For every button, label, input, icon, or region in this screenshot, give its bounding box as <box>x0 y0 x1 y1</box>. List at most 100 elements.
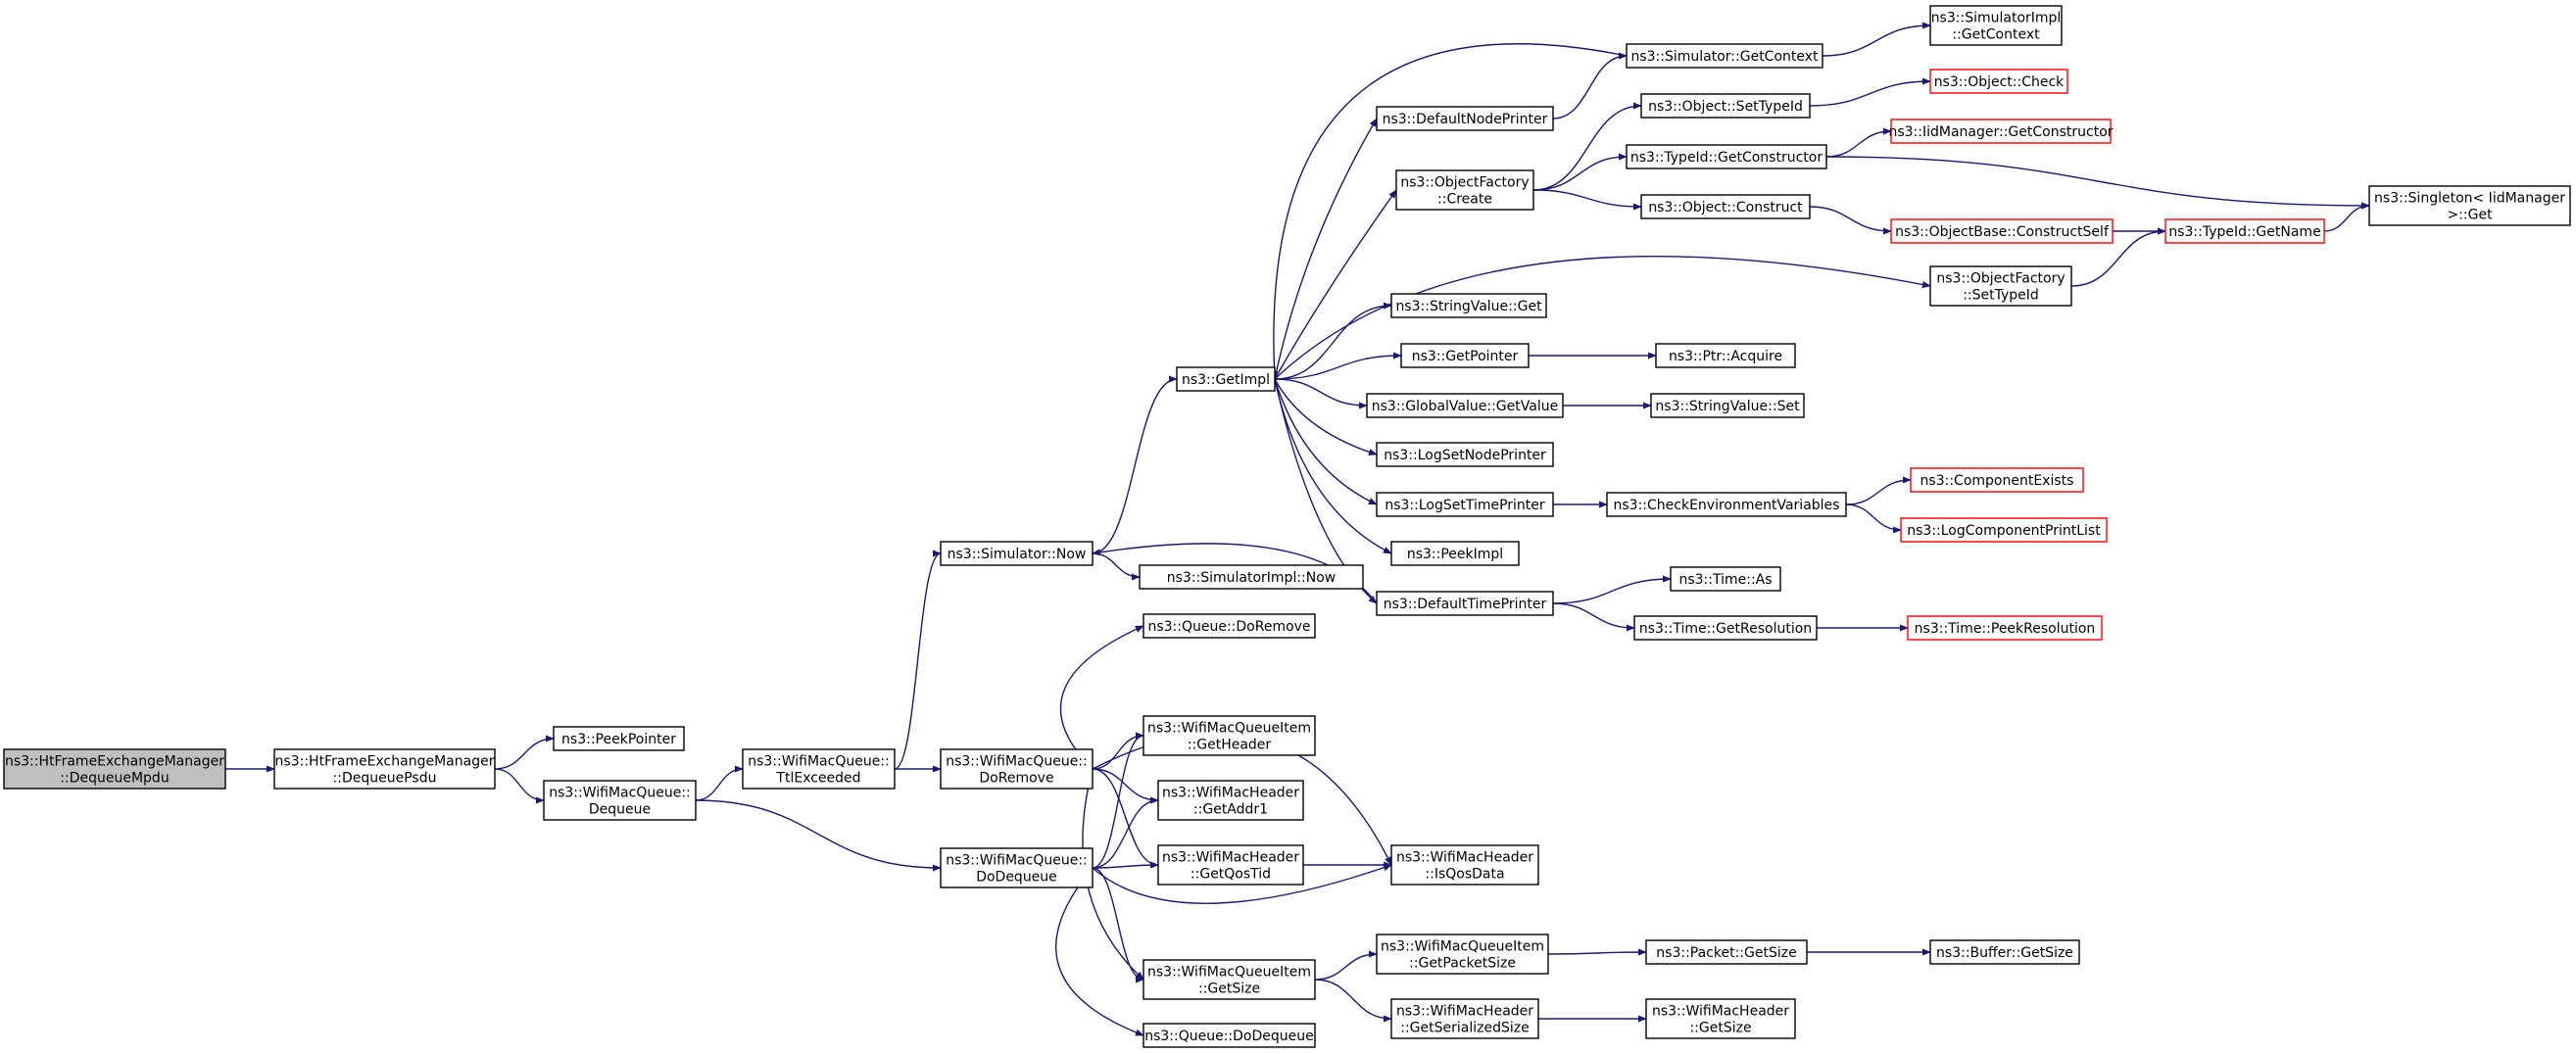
node-box <box>2164 218 2325 244</box>
edge-n3-n5 <box>695 799 942 872</box>
node-n2[interactable]: ns3::PeekPointer <box>553 726 685 751</box>
node-n30[interactable]: ns3::Singleton< IidManager >::Get <box>2368 185 2571 226</box>
node-n9[interactable]: ns3::SimulatorImpl::Now <box>1139 564 1364 590</box>
node-label: ::GetQosTid <box>1191 867 1271 883</box>
node-n32[interactable]: ns3::ObjectBase::ConstructSelf <box>1890 218 2114 244</box>
node-n26[interactable]: ns3::Object::SetTypeId <box>1640 93 1811 119</box>
node-n20[interactable]: ns3::WifiMacHeader::GetSize <box>1645 998 1796 1039</box>
node-n37[interactable]: ns3::Ptr::Acquire <box>1655 343 1796 368</box>
node-n14[interactable]: ns3::WifiMacQueueItem::GetSize <box>1142 959 1316 1000</box>
node-n25[interactable]: ns3::ObjectFactory::Create <box>1395 169 1534 211</box>
node-label: ns3::ObjectBase::ConstructSelf <box>1895 224 2110 240</box>
node-n33[interactable]: ns3::TypeId::GetName <box>2164 218 2325 244</box>
edge-n22-n23 <box>1552 52 1628 120</box>
node-box <box>1139 564 1364 590</box>
node-box <box>1366 393 1564 418</box>
node-label: ::DequeuePsdu <box>333 771 437 787</box>
node-box <box>1640 194 1811 219</box>
node-label: ns3::Buffer::GetSize <box>1936 945 2073 961</box>
node-n40[interactable]: ns3::LogSetNodePrinter <box>1376 442 1554 467</box>
node-n45[interactable]: ns3::PeekImpl <box>1390 541 1520 566</box>
node-n12[interactable]: ns3::WifiMacHeader::GetAddr1 <box>1157 780 1304 821</box>
node-n42[interactable]: ns3::CheckEnvironmentVariables <box>1606 492 1847 517</box>
node-label: ns3::WifiMacHeader <box>1652 1004 1789 1020</box>
node-label: ns3::IidManager::GetConstructor <box>1888 124 2113 140</box>
node-label: ns3::HtFrameExchangeManager <box>5 754 224 770</box>
node-n1[interactable]: ns3::HtFrameExchangeManager::DequeuePsdu <box>273 748 496 790</box>
edge-n5-n11 <box>1092 732 1144 869</box>
edge-n14-n17 <box>1314 950 1378 981</box>
edge-n25-n26 <box>1532 102 1642 191</box>
node-n38[interactable]: ns3::GlobalValue::GetValue <box>1366 393 1564 418</box>
node-n6[interactable]: ns3::Simulator::Now <box>940 541 1094 566</box>
node-n31[interactable]: ns3::Object::Construct <box>1640 194 1811 219</box>
node-box <box>1390 293 1547 318</box>
edge-n8-n40 <box>1274 378 1378 455</box>
node-n23[interactable]: ns3::Simulator::GetContext <box>1626 43 1823 69</box>
node-n49[interactable]: ns3::Time::PeekResolution <box>1907 615 2103 641</box>
node-n4[interactable]: ns3::WifiMacQueue::TtlExceeded <box>742 748 896 790</box>
node-n22[interactable]: ns3::DefaultNodePrinter <box>1376 106 1554 131</box>
node-label: TtlExceeded <box>775 771 860 787</box>
node-label: ::Create <box>1437 192 1492 208</box>
node-label: ns3::LogComponentPrintList <box>1907 523 2101 539</box>
node-n29[interactable]: ns3::IidManager::GetConstructor <box>1888 119 2114 144</box>
node-box <box>1929 5 2063 46</box>
node-n19[interactable]: ns3::Packet::GetSize <box>1645 939 1808 965</box>
edge-n5-n12 <box>1092 796 1159 869</box>
node-n46[interactable]: ns3::DefaultTimePrinter <box>1376 591 1554 616</box>
node-label: ns3::ComponentExists <box>1920 473 2074 489</box>
node-box <box>1626 144 1827 169</box>
node-n0[interactable]: ns3::HtFrameExchangeManager::DequeueMpdu <box>3 748 226 790</box>
node-label: ::GetContext <box>1952 27 2040 43</box>
node-label: ns3::LogSetNodePrinter <box>1384 448 1546 463</box>
node-label: ns3::TypeId::GetConstructor <box>1630 150 1823 166</box>
node-n36[interactable]: ns3::GetPointer <box>1400 343 1530 368</box>
node-n8[interactable]: ns3::GetImpl <box>1176 366 1276 392</box>
node-n28[interactable]: ns3::TypeId::GetConstructor <box>1626 144 1827 169</box>
node-label: ns3::LogSetTimePrinter <box>1385 498 1545 513</box>
node-box <box>273 748 496 790</box>
node-n3[interactable]: ns3::WifiMacQueue::Dequeue <box>543 780 697 821</box>
node-label: ns3::ObjectFactory <box>1400 175 1529 191</box>
node-box <box>742 748 896 790</box>
node-n43[interactable]: ns3::ComponentExists <box>1910 467 2084 493</box>
node-label: ns3::GetPointer <box>1412 349 1519 364</box>
node-label: ::GetSerializedSize <box>1400 1021 1529 1036</box>
node-n27[interactable]: ns3::Object::Check <box>1929 69 2068 94</box>
node-label: ns3::SimulatorImpl <box>1931 11 2062 26</box>
node-box <box>1910 467 2084 493</box>
node-box <box>1626 43 1823 69</box>
edge-n28-n30 <box>1825 156 2370 210</box>
node-n41[interactable]: ns3::LogSetTimePrinter <box>1376 492 1554 517</box>
node-box <box>940 541 1094 566</box>
node-box <box>1157 844 1304 886</box>
node-n17[interactable]: ns3::WifiMacQueueItem::GetPacketSize <box>1376 934 1549 975</box>
node-n34[interactable]: ns3::ObjectFactory::SetTypeId <box>1929 265 2072 307</box>
node-label: ::DequeueMpdu <box>60 771 169 787</box>
node-n18[interactable]: ns3::WifiMacHeader::GetSerializedSize <box>1390 998 1539 1039</box>
node-label: ns3::ObjectFactory <box>1936 271 2065 287</box>
edge-n5-n15 <box>1055 867 1144 1036</box>
node-n47[interactable]: ns3::Time::As <box>1670 566 1781 592</box>
node-n39[interactable]: ns3::StringValue::Set <box>1650 393 1805 418</box>
node-label: ns3::WifiMacHeader <box>1396 1004 1533 1020</box>
node-n10[interactable]: ns3::Queue::DoRemove <box>1142 613 1316 639</box>
node-box <box>1929 69 2068 94</box>
node-n15[interactable]: ns3::Queue::DoDequeue <box>1142 1023 1316 1048</box>
node-label: ns3::Simulator::GetContext <box>1630 49 1819 65</box>
node-n24[interactable]: ns3::SimulatorImpl::GetContext <box>1929 5 2063 46</box>
edge-n6-n8 <box>1092 375 1178 554</box>
node-label: ns3::WifiMacHeader <box>1396 850 1533 866</box>
node-n16[interactable]: ns3::WifiMacHeader::IsQosData <box>1390 844 1539 886</box>
node-n35[interactable]: ns3::StringValue::Get <box>1390 293 1547 318</box>
node-n5[interactable]: ns3::WifiMacQueue::DoDequeue <box>940 847 1094 888</box>
node-box <box>1650 393 1805 418</box>
node-n48[interactable]: ns3::Time::GetResolution <box>1633 615 1818 641</box>
node-box <box>1890 218 2114 244</box>
node-n11[interactable]: ns3::WifiMacQueueItem::GetHeader <box>1142 715 1316 756</box>
node-n7[interactable]: ns3::WifiMacQueue::DoRemove <box>940 748 1094 790</box>
node-n44[interactable]: ns3::LogComponentPrintList <box>1900 517 2108 543</box>
node-n13[interactable]: ns3::WifiMacHeader::GetQosTid <box>1157 844 1304 886</box>
node-n21[interactable]: ns3::Buffer::GetSize <box>1929 939 2080 965</box>
